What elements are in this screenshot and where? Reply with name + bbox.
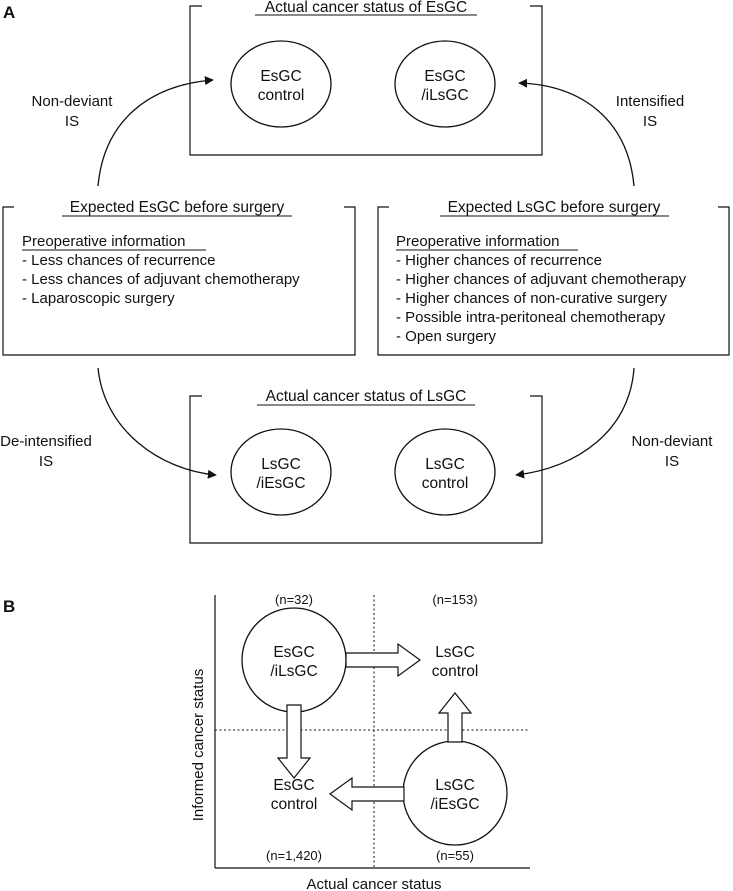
bottom-box: Actual cancer status of LsGC LsGC /iEsGC… — [189, 388, 543, 544]
node-esgc-ilsgc-line1: EsGC — [273, 644, 314, 661]
arrow-top-left — [97, 76, 214, 187]
label-non-deviant-bottom-line2: IS — [665, 453, 679, 470]
lsgc-iesgc-line2: /iEsGC — [256, 475, 305, 492]
arrow-bottom-right — [515, 367, 635, 479]
node-esgc-ilsgc-line2: /iLsGC — [270, 663, 317, 680]
right-box-item: - Open surgery — [396, 328, 497, 345]
label-esgc-control-line2: control — [271, 796, 318, 813]
block-arrow-down — [276, 704, 312, 779]
top-box: Actual cancer status of EsGC EsGC contro… — [189, 0, 543, 156]
esgc-control-line2: control — [258, 87, 305, 104]
lsgc-control-line2: control — [422, 475, 469, 492]
lsgc-control-circle — [394, 428, 496, 516]
lsgc-iesgc-circle — [230, 428, 332, 516]
y-axis-label: Informed cancer status — [190, 669, 207, 822]
lsgc-control-line1: LsGC — [425, 456, 465, 473]
left-box-item: - Laparoscopic surgery — [22, 290, 175, 307]
right-box: Expected LsGC before surgery Preoperativ… — [377, 199, 730, 356]
label-non-deviant-top-line2: IS — [65, 113, 79, 130]
esgc-ilsgc-line2: /iLsGC — [421, 87, 468, 104]
block-arrow-left — [328, 776, 405, 812]
block-arrow-right — [345, 642, 422, 678]
node-lsgc-iesgc-line1: LsGC — [435, 777, 475, 794]
count-top-right: (n=153) — [432, 592, 477, 607]
left-box-title: Expected EsGC before surgery — [70, 199, 285, 216]
esgc-ilsgc-line1: EsGC — [424, 68, 465, 85]
esgc-control-circle — [230, 40, 332, 128]
label-lsgc-control-line2: control — [432, 663, 479, 680]
left-box-item: - Less chances of adjuvant chemotherapy — [22, 271, 300, 288]
count-bottom-left: (n=1,420) — [266, 848, 322, 863]
left-box: Expected EsGC before surgery Preoperativ… — [2, 199, 356, 356]
right-box-item: - Higher chances of non-curative surgery — [396, 290, 667, 307]
top-box-title: Actual cancer status of EsGC — [265, 0, 467, 16]
panel-b-label: B — [3, 597, 15, 616]
right-box-item: - Higher chances of adjuvant chemotherap… — [396, 271, 687, 288]
right-box-title: Expected LsGC before surgery — [448, 199, 661, 216]
block-arrow-up — [437, 692, 473, 743]
lsgc-iesgc-line1: LsGC — [261, 456, 301, 473]
esgc-control-line1: EsGC — [260, 68, 301, 85]
left-box-item: - Less chances of recurrence — [22, 252, 215, 269]
label-de-intensified-line2: IS — [39, 453, 53, 470]
esgc-ilsgc-circle — [394, 40, 496, 128]
panel-a-label: A — [3, 3, 15, 22]
arrow-bottom-left — [97, 367, 217, 479]
node-lsgc-iesgc-line2: /iEsGC — [430, 796, 479, 813]
right-box-item: - Possible intra-peritoneal chemotherapy — [396, 309, 666, 326]
count-top-left: (n=32) — [275, 592, 313, 607]
arrow-top-right — [518, 78, 635, 187]
label-lsgc-control-line1: LsGC — [435, 644, 475, 661]
label-esgc-control-line1: EsGC — [273, 777, 314, 794]
label-non-deviant-top-line1: Non-deviant — [32, 93, 114, 110]
label-non-deviant-bottom-line1: Non-deviant — [632, 433, 714, 450]
label-intensified-line2: IS — [643, 113, 657, 130]
x-axis-label: Actual cancer status — [306, 876, 441, 891]
right-box-subtitle: Preoperative information — [396, 233, 559, 250]
label-de-intensified-line1: De-intensified — [0, 433, 92, 450]
count-bottom-right: (n=55) — [436, 848, 474, 863]
bottom-box-title: Actual cancer status of LsGC — [266, 388, 467, 405]
left-box-subtitle: Preoperative information — [22, 233, 185, 250]
label-intensified-line1: Intensified — [616, 93, 684, 110]
right-box-item: - Higher chances of recurrence — [396, 252, 602, 269]
